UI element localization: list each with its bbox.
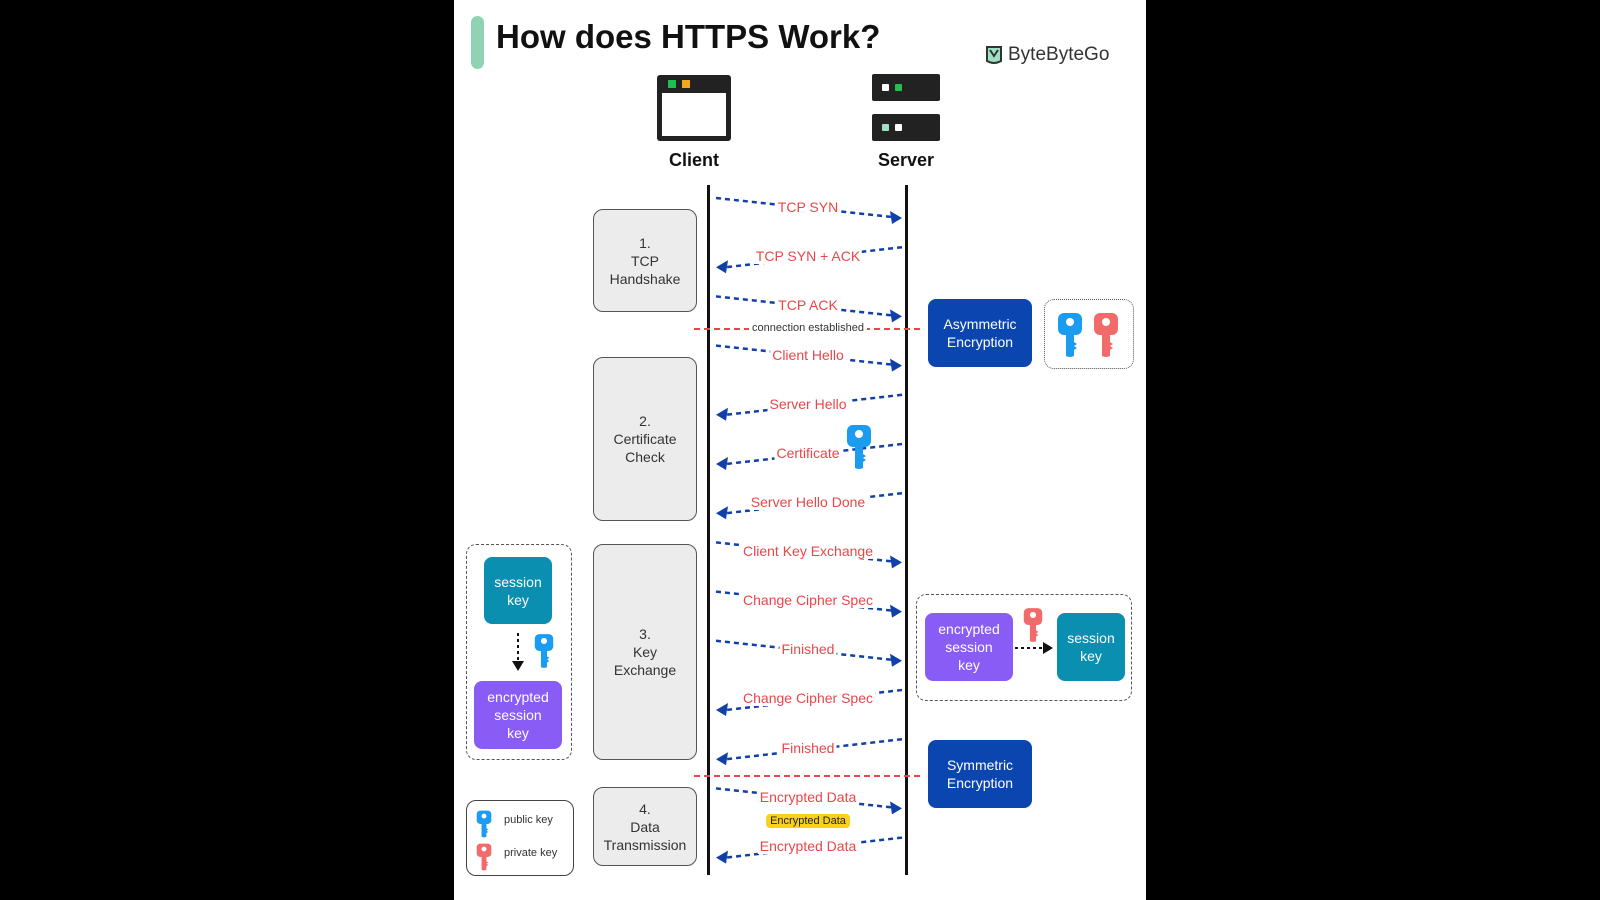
message-label: Finished <box>779 740 837 756</box>
symmetric-encryption-box: Symmetric Encryption <box>928 740 1032 808</box>
message-arrowhead <box>890 358 902 372</box>
title-accent-bar <box>471 16 484 69</box>
message-label: TCP SYN + ACK <box>753 248 863 264</box>
client-session-key-box: session key <box>484 557 552 624</box>
message-arrowhead <box>890 653 902 667</box>
message-arrow-line <box>725 737 903 761</box>
message-arrowhead <box>716 407 728 421</box>
message-label: Client Hello <box>770 347 846 363</box>
server-encrypted-session-key-box: encrypted session key <box>925 613 1013 681</box>
asymmetric-encryption-box: Asymmetric Encryption <box>928 299 1032 367</box>
message-label: Change Cipher Spec <box>741 592 875 608</box>
phase-key-exchange: 3. Key Exchange <box>593 544 697 760</box>
server-led <box>895 124 902 131</box>
message-arrow-line <box>725 393 903 417</box>
brand-icon <box>986 46 1002 64</box>
private-key-icon <box>1094 313 1118 357</box>
message-arrowhead <box>716 752 728 766</box>
server-rack-bottom-icon <box>872 114 940 141</box>
message-arrowhead <box>890 604 902 618</box>
server-led <box>882 124 889 131</box>
legend-private-key-label: private key <box>504 847 558 859</box>
message-arrowhead <box>890 555 902 569</box>
message-label: Server Hello Done <box>748 494 868 510</box>
message-arrowhead <box>716 457 728 470</box>
message-label: TCP SYN <box>775 199 841 215</box>
legend: public key private key <box>466 800 574 876</box>
message-arrow-line <box>715 196 893 219</box>
diagram-canvas: How does HTTPS Work? ByteByteGo Client S… <box>454 0 1146 900</box>
server-led <box>882 84 889 91</box>
window-dot-green <box>668 80 676 88</box>
server-label: Server <box>877 150 935 170</box>
message-label: Server Hello <box>767 396 849 412</box>
server-key-decryption-group: encrypted session key session key <box>916 594 1132 701</box>
client-label: Client <box>668 150 719 170</box>
private-key-icon <box>1023 608 1043 642</box>
message-arrowhead <box>716 260 728 274</box>
client-lifeline <box>707 185 710 875</box>
message-label: Certificate <box>774 445 842 461</box>
message-arrowhead <box>716 506 728 520</box>
message-arrowhead <box>890 309 902 323</box>
brand-name: ByteByteGo <box>1008 44 1110 65</box>
private-key-icon <box>476 843 492 871</box>
client-browser-icon <box>657 75 731 141</box>
client-key-encryption-group: session key encrypted session key <box>466 544 572 760</box>
phase-data-transmission: 4. Data Transmission <box>593 787 697 866</box>
brand-logo: ByteByteGo <box>984 44 1109 66</box>
phase-certificate-check: 2. Certificate Check <box>593 357 697 521</box>
message-label: Client Key Exchange <box>741 543 875 559</box>
message-label: Encrypted Data <box>757 838 859 854</box>
server-rack-top-icon <box>872 74 940 101</box>
message-label: Change Cipher Spec <box>741 690 875 706</box>
message-arrowhead <box>890 801 902 815</box>
server-led <box>895 84 902 91</box>
message-arrow-line <box>725 442 903 466</box>
key-pair-box <box>1044 299 1134 369</box>
message-arrowhead <box>716 850 728 864</box>
message-arrowhead <box>890 211 902 224</box>
window-body <box>662 93 726 136</box>
message-label: Finished <box>779 641 837 657</box>
encrypted-data-badge: Encrypted Data <box>766 814 850 828</box>
public-key-icon <box>1058 313 1082 357</box>
message-arrow-line <box>715 787 893 809</box>
message-label: Encrypted Data <box>757 789 859 805</box>
legend-public-key-label: public key <box>504 814 553 826</box>
server-lifeline <box>905 185 908 875</box>
public-key-icon <box>476 810 492 838</box>
public-key-icon <box>847 425 871 469</box>
page-title: How does HTTPS Work? <box>496 18 881 55</box>
phase-tcp-handshake: 1. TCP Handshake <box>593 209 697 312</box>
message-arrow-line <box>715 295 893 317</box>
message-arrowhead <box>716 703 728 716</box>
window-dot-orange <box>682 80 690 88</box>
message-label: TCP ACK <box>776 297 840 313</box>
right-arrow-icon <box>1015 642 1053 654</box>
message-arrow-line <box>725 836 903 859</box>
public-key-icon <box>534 634 554 668</box>
connection-established-label: connection established <box>749 322 867 334</box>
server-session-key-box: session key <box>1057 613 1125 681</box>
client-encrypted-session-key-box: encrypted session key <box>474 681 562 749</box>
message-arrow-line <box>715 344 893 366</box>
message-arrow-line <box>715 639 893 662</box>
down-arrow-icon <box>512 633 524 671</box>
